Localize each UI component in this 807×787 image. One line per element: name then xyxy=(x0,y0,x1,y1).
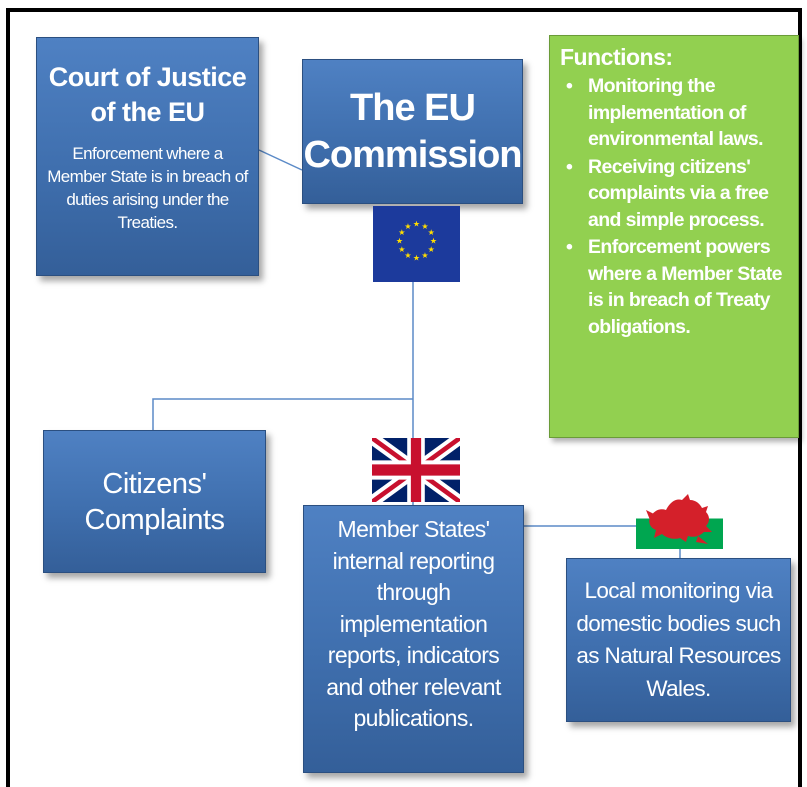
functions-panel: Functions: • Monitoring the implementatio… xyxy=(549,35,799,438)
bullet-icon: • xyxy=(566,236,573,258)
citizens-complaints-box: Citizens' Complaints xyxy=(43,430,266,573)
svg-text:★: ★ xyxy=(396,237,403,246)
court-title: Court of Justice of the EU xyxy=(48,62,247,127)
functions-item-text: Enforcement powers where a Member State … xyxy=(588,236,783,338)
wales-flag-icon xyxy=(636,488,723,549)
functions-heading: Functions: xyxy=(560,44,673,70)
bullet-icon: • xyxy=(566,155,573,178)
svg-text:★: ★ xyxy=(421,222,428,231)
eu-commission-box: The EU Commission xyxy=(302,59,523,204)
court-description: Enforcement where a Member State is in b… xyxy=(47,144,248,232)
bullet-icon: • xyxy=(566,75,573,97)
svg-text:★: ★ xyxy=(404,251,411,260)
svg-text:★: ★ xyxy=(404,222,411,231)
member-states-box: Member States' internal reporting throug… xyxy=(303,505,524,773)
uk-flag-icon xyxy=(372,438,460,502)
commission-title: The EU Commission xyxy=(303,86,522,176)
eu-flag-icon: ★ ★ ★ ★ ★ ★ ★ ★ ★ ★ ★ ★ xyxy=(373,206,460,282)
functions-item: • Enforcement powers where a Member State… xyxy=(560,234,790,340)
citizens-title: Citizens' Complaints xyxy=(84,467,225,536)
member-states-title: Member States' internal reporting throug… xyxy=(326,516,501,731)
svg-text:★: ★ xyxy=(428,228,435,237)
functions-item: • Monitoring the implementation of enviro… xyxy=(560,73,790,153)
connector-court-commission xyxy=(258,149,303,171)
functions-item-text: Receiving citizens' complaints via a fre… xyxy=(588,155,769,231)
svg-text:★: ★ xyxy=(398,245,405,254)
svg-text:★: ★ xyxy=(413,220,420,229)
functions-item: • Receiving citizens' complaints via a fr… xyxy=(560,154,790,234)
functions-list: • Monitoring the implementation of enviro… xyxy=(560,73,790,340)
connector-citizens-branch xyxy=(152,398,413,430)
svg-text:★: ★ xyxy=(430,237,437,246)
outer-frame xyxy=(6,8,802,787)
svg-text:★: ★ xyxy=(398,228,405,237)
svg-text:★: ★ xyxy=(428,245,435,254)
local-title: Local monitoring via domestic bodies suc… xyxy=(576,578,781,701)
local-monitoring-box: Local monitoring via domestic bodies suc… xyxy=(566,558,791,722)
svg-text:★: ★ xyxy=(413,254,420,263)
svg-text:★: ★ xyxy=(421,251,428,260)
court-of-justice-box: Court of Justice of the EU Enforcement w… xyxy=(36,37,259,276)
functions-item-text: Monitoring the implementation of environ… xyxy=(588,75,764,150)
